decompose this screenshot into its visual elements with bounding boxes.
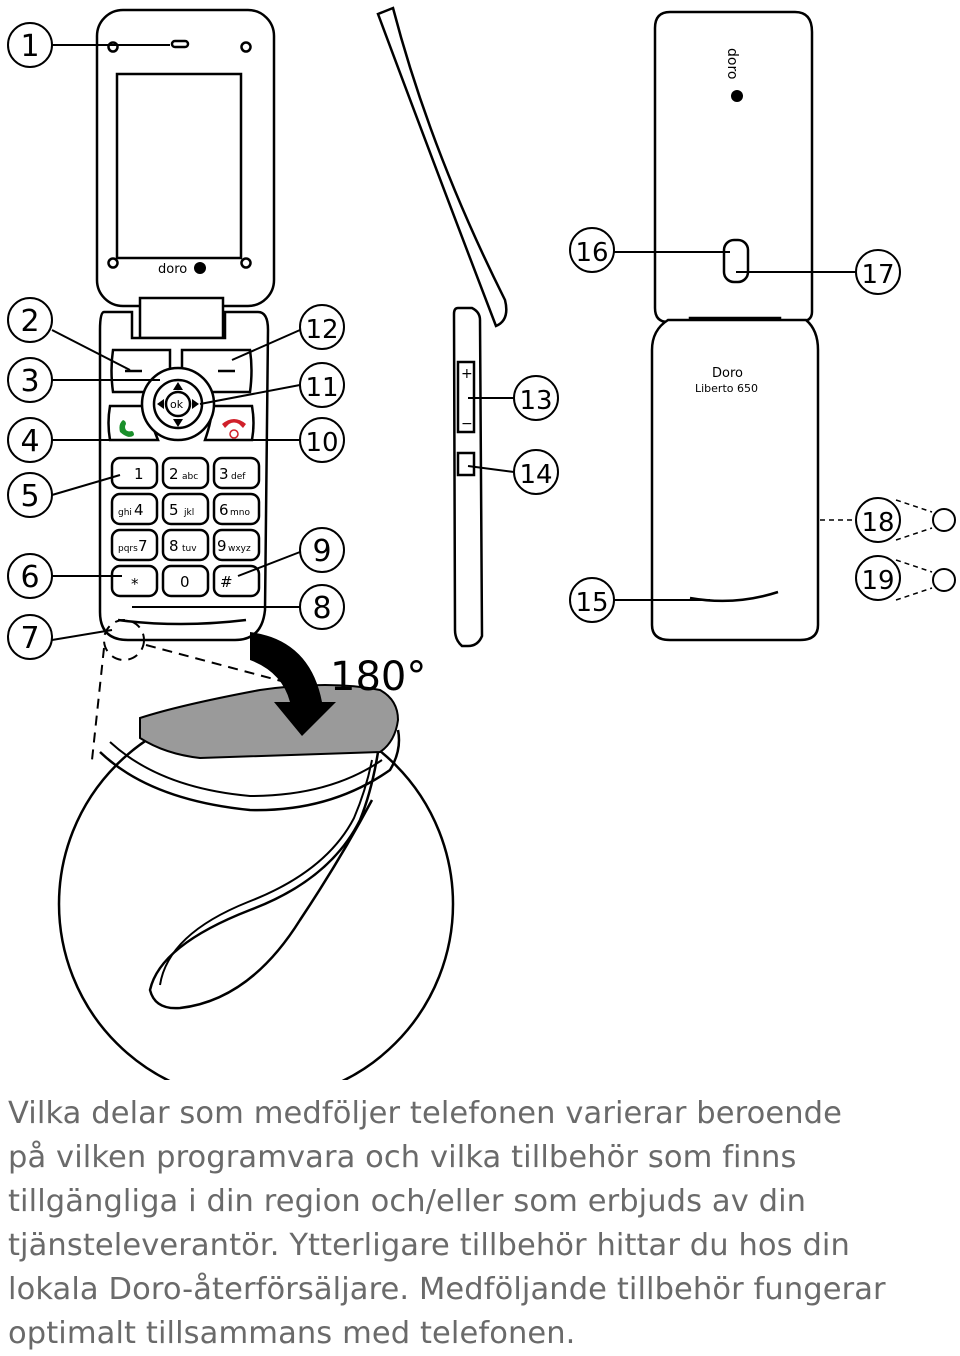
- callout-17: 17: [861, 260, 894, 290]
- callout-6: 6: [20, 560, 39, 595]
- callout-circles: [7, 22, 901, 660]
- callout-numbers: 1 2 3 4 5 6 7 8 9 10 11 12 13 14 15 16 1…: [20, 29, 894, 656]
- caption-line: Vilka delar som medföljer telefonen vari…: [8, 1096, 842, 1131]
- front-brand-logo: doro: [158, 262, 187, 277]
- callout-7: 7: [20, 621, 39, 656]
- connector-dash-lines: [820, 499, 933, 601]
- callout-8: 8: [312, 591, 331, 626]
- caption-line: tillgängliga i din region och/eller som …: [8, 1184, 807, 1219]
- key-6-sub: mno: [230, 508, 250, 518]
- headset-icon: [932, 568, 956, 592]
- callout-15: 15: [575, 588, 608, 618]
- key-8: 8: [169, 537, 179, 555]
- side-view: [376, 6, 508, 648]
- callout-14: 14: [519, 460, 552, 490]
- key-9-sub: wxyz: [228, 544, 251, 554]
- caption-line: lokala Doro-återförsäljare. Medföljande …: [8, 1272, 886, 1307]
- key-7-sub: pqrs: [118, 544, 138, 554]
- key-3-sub: def: [231, 472, 246, 482]
- callout-11: 11: [305, 373, 338, 403]
- callout-5: 5: [20, 479, 39, 514]
- back-view: [650, 10, 820, 642]
- key-3: 3: [219, 465, 229, 483]
- leader-lines: [50, 44, 856, 641]
- key-5: 5: [169, 501, 179, 519]
- key-hash: #: [220, 573, 233, 591]
- phone-diagram: 1 2 abc 3 def ghi 4 5 jkl 6 mno pqrs 7 8…: [7, 6, 956, 1080]
- end-call-icon: [222, 419, 246, 428]
- nav-arrows: [157, 382, 199, 427]
- caption-line: på vilken programvara och vilka tillbehö…: [8, 1140, 797, 1175]
- call-icon: [119, 420, 134, 437]
- caption-line: optimalt tillsammans med telefonen.: [8, 1316, 576, 1351]
- key-star: *: [131, 575, 139, 593]
- volume-plus-icon: +: [461, 366, 473, 382]
- charger-icon: [932, 508, 956, 532]
- key-7: 7: [138, 537, 148, 555]
- power-icon: [229, 429, 239, 439]
- callout-12: 12: [305, 315, 338, 345]
- back-brand-mark-icon: [731, 90, 743, 102]
- back-brand-logo: doro: [724, 48, 740, 79]
- key-8-sub: tuv: [182, 544, 197, 554]
- callout-10: 10: [305, 428, 338, 458]
- caption-line: tjänsteleverantör. Ytterligare tillbehör…: [8, 1228, 850, 1263]
- key-6: 6: [219, 501, 229, 519]
- caption: Vilka delar som medföljer telefonen vari…: [8, 1092, 953, 1356]
- key-5-sub: jkl: [183, 508, 194, 518]
- key-9: 9: [217, 537, 227, 555]
- callout-1: 1: [20, 29, 39, 64]
- key-1: 1: [134, 465, 144, 483]
- lanyard-detail: [57, 619, 455, 1080]
- key-0: 0: [180, 573, 190, 591]
- rotation-label: 180°: [330, 654, 426, 700]
- front-view: [95, 8, 276, 642]
- callout-9: 9: [312, 534, 331, 569]
- key-2: 2: [169, 465, 179, 483]
- callout-13: 13: [519, 386, 552, 416]
- keypad-labels: 1 2 abc 3 def ghi 4 5 jkl 6 mno pqrs 7 8…: [118, 398, 251, 593]
- brand-mark-icon: [194, 262, 206, 274]
- rotation-arrow-icon: [250, 632, 336, 736]
- key-2-sub: abc: [182, 472, 198, 482]
- callout-19: 19: [861, 566, 894, 596]
- volume-minus-icon: −: [461, 416, 473, 432]
- callout-18: 18: [861, 508, 894, 538]
- callout-2: 2: [20, 304, 39, 339]
- callout-4: 4: [20, 424, 39, 459]
- back-model-name: Liberto 650: [695, 382, 758, 395]
- callout-16: 16: [575, 238, 608, 268]
- key-4: 4: [134, 501, 144, 519]
- key-4-sub: ghi: [118, 508, 132, 518]
- ok-label: ok: [170, 398, 184, 411]
- callout-3: 3: [20, 364, 39, 399]
- back-model-brand: Doro: [712, 366, 743, 381]
